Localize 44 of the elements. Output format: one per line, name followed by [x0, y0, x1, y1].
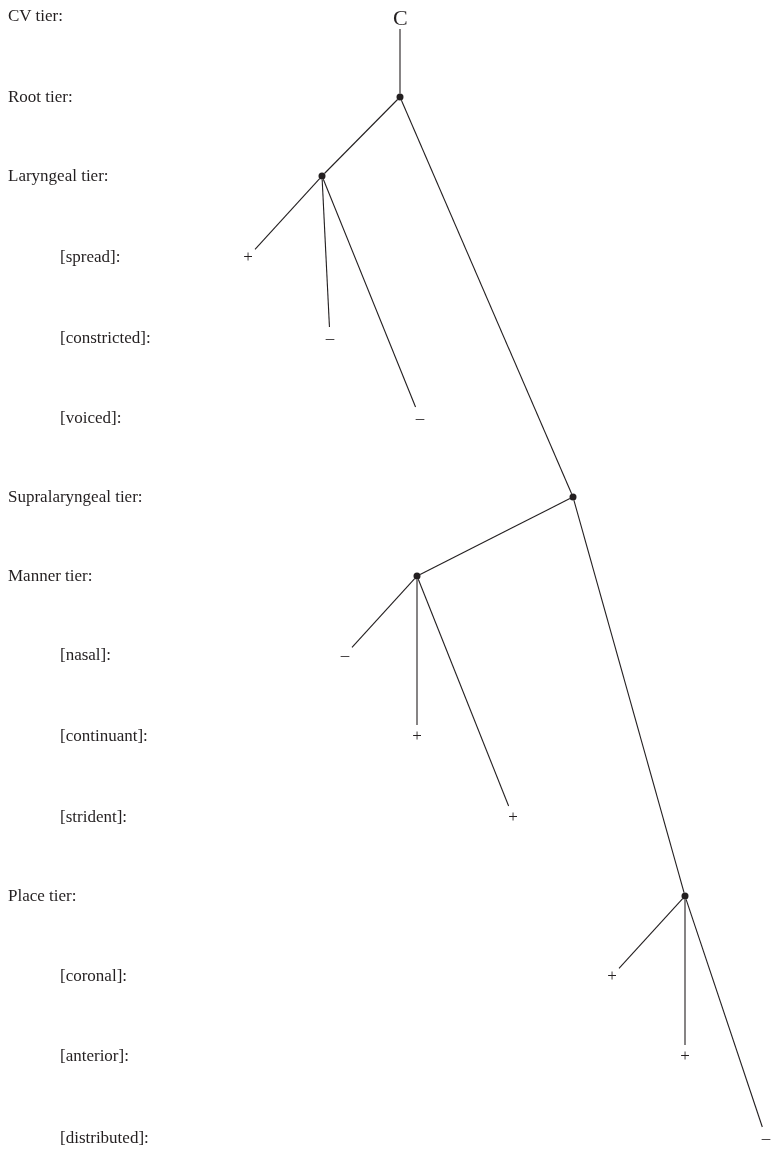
feature-value: +	[506, 807, 520, 827]
branch-line	[254, 178, 321, 250]
branch-line	[419, 498, 571, 575]
tier-label: Supralaryngeal tier:	[8, 487, 143, 507]
branch-line	[351, 578, 416, 648]
branch-line	[417, 578, 510, 807]
branch-line	[322, 178, 417, 408]
feature-value: +	[241, 247, 255, 267]
feature-value: –	[413, 408, 427, 428]
node-dot	[681, 892, 689, 900]
branch-line	[323, 98, 399, 175]
feature-value: –	[759, 1128, 773, 1148]
tier-label: [distributed]:	[60, 1128, 149, 1148]
feature-value: –	[323, 328, 337, 348]
tier-label: Root tier:	[8, 87, 73, 107]
tier-label: [voiced]:	[60, 408, 122, 428]
tier-label: [constricted]:	[60, 328, 151, 348]
node-dot	[569, 493, 577, 501]
tier-label: Place tier:	[8, 886, 77, 906]
branch-line	[618, 898, 684, 969]
branch-line	[321, 178, 330, 328]
branch-line	[416, 578, 418, 726]
tier-label: [coronal]:	[60, 966, 128, 986]
tier-label: Manner tier:	[8, 566, 93, 586]
branch-line	[399, 28, 401, 95]
tier-label: [anterior]:	[60, 1046, 129, 1066]
branch-line	[685, 898, 763, 1128]
node-dot	[413, 572, 421, 580]
tier-label: CV tier:	[8, 6, 63, 26]
branch-line	[684, 898, 686, 1046]
tier-label: [continuant]:	[60, 726, 148, 746]
segment-symbol: C	[393, 8, 407, 28]
node-dot	[318, 172, 326, 180]
feature-value: +	[605, 966, 619, 986]
feature-value: +	[410, 726, 424, 746]
tier-label: Laryngeal tier:	[8, 166, 109, 186]
tier-label: [strident]:	[60, 807, 128, 827]
tier-label: [spread]:	[60, 247, 121, 267]
node-dot	[396, 93, 404, 101]
feature-value: –	[338, 645, 352, 665]
feature-value: +	[678, 1046, 692, 1066]
tier-label: [nasal]:	[60, 645, 111, 665]
branch-line	[573, 499, 685, 894]
branch-line	[400, 99, 573, 495]
